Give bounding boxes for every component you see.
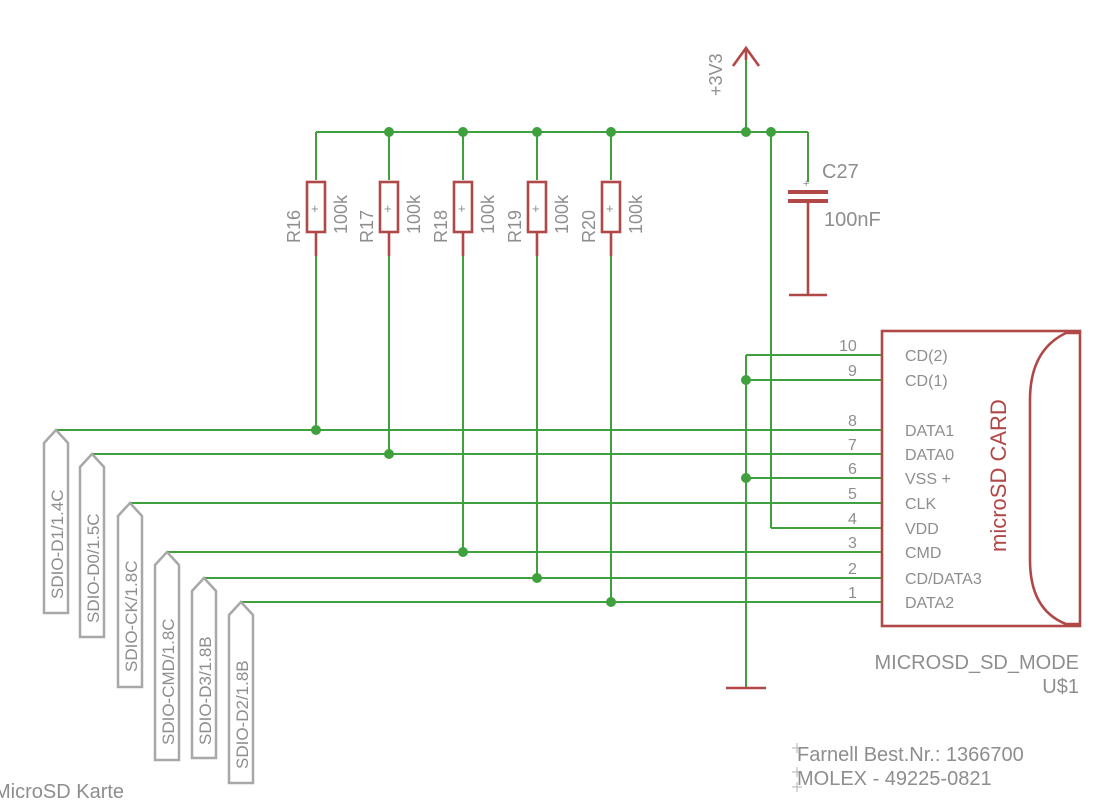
net-ports: SDIO-D1/1.4C SDIO-D0/1.5C SDIO-CK/1.8C S… bbox=[42, 428, 255, 785]
svg-text:+: + bbox=[458, 201, 466, 216]
pin-number: 4 bbox=[848, 511, 857, 528]
pin-name: DATA2 bbox=[905, 595, 954, 612]
pin-number: 3 bbox=[848, 535, 857, 552]
junction-dot bbox=[384, 449, 394, 459]
pin-number: 5 bbox=[848, 486, 857, 503]
pin-number: 6 bbox=[848, 461, 857, 478]
port-label: SDIO-D3/1.8B bbox=[196, 636, 215, 745]
note-line: Farnell Best.Nr.: 1366700 bbox=[797, 744, 1024, 766]
junction-dot bbox=[606, 597, 616, 607]
r18-value-label: 100k bbox=[478, 194, 498, 234]
r17-name-label: R17 bbox=[357, 210, 377, 243]
supply-label: +3V3 bbox=[706, 53, 726, 96]
microsd-connector: microSD CARD 10 9 8 7 6 5 4 3 2 1 CD(2) … bbox=[839, 329, 1082, 698]
pin-number: 9 bbox=[848, 363, 857, 380]
pin-name: CD(2) bbox=[905, 348, 948, 365]
junction-dot bbox=[458, 547, 468, 557]
resistor-r18: + R18 100k bbox=[431, 180, 498, 256]
r19-name-label: R19 bbox=[505, 210, 525, 243]
pin-number: 7 bbox=[848, 437, 857, 454]
port-sdio-d3: SDIO-D3/1.8B bbox=[190, 576, 218, 760]
c27-value-label: 100nF bbox=[824, 209, 881, 231]
pin-name: CD/DATA3 bbox=[905, 571, 982, 588]
pin-names: CD(2) CD(1) DATA1 DATA0 VSS + CLK VDD CM… bbox=[905, 348, 982, 612]
pin-name: DATA0 bbox=[905, 447, 954, 464]
pin-name: CLK bbox=[905, 496, 936, 513]
port-label: SDIO-D0/1.5C bbox=[84, 513, 103, 623]
sheet-title: MicroSD Karte bbox=[0, 781, 124, 803]
pin-name: VSS + bbox=[905, 471, 951, 488]
junction-dot bbox=[458, 127, 468, 137]
connector-ref-label: U$1 bbox=[1042, 676, 1079, 698]
port-sdio-cmd: SDIO-CMD/1.8C bbox=[153, 550, 181, 762]
r20-name-label: R20 bbox=[579, 210, 599, 243]
port-sdio-d0: SDIO-D0/1.5C bbox=[78, 452, 106, 639]
junction-dot bbox=[311, 425, 321, 435]
resistor-r20: + R20 100k bbox=[579, 180, 646, 256]
connector-part-label: MICROSD_SD_MODE bbox=[875, 652, 1079, 674]
junction-dot bbox=[741, 127, 751, 137]
junction-dot bbox=[741, 473, 751, 483]
resistor-r16: + R16 100k bbox=[284, 180, 351, 256]
pin-name: DATA1 bbox=[905, 423, 954, 440]
supply-symbol: +3V3 bbox=[706, 45, 761, 96]
port-sdio-d2: SDIO-D2/1.8B bbox=[227, 600, 255, 785]
port-label: SDIO-CK/1.8C bbox=[122, 561, 141, 672]
port-label: SDIO-D2/1.8B bbox=[233, 660, 252, 769]
notes: Farnell Best.Nr.: 1366700 MOLEX - 49225-… bbox=[792, 743, 1024, 792]
card-outline bbox=[1028, 331, 1080, 626]
svg-text:+: + bbox=[803, 178, 809, 190]
r19-value-label: 100k bbox=[552, 194, 572, 234]
resistor-r17: + R17 100k bbox=[357, 180, 424, 256]
r20-value-label: 100k bbox=[626, 194, 646, 234]
pin-numbers: 10 9 8 7 6 5 4 3 2 1 bbox=[839, 338, 857, 602]
junction-dots bbox=[311, 127, 776, 607]
port-sdio-d1: SDIO-D1/1.4C bbox=[42, 428, 70, 615]
svg-text:+: + bbox=[532, 201, 540, 216]
svg-text:+: + bbox=[606, 201, 614, 216]
wires bbox=[56, 56, 882, 688]
note-line: MOLEX - 49225-0821 bbox=[797, 768, 992, 790]
r17-value-label: 100k bbox=[404, 194, 424, 234]
pin-name: CD(1) bbox=[905, 373, 948, 390]
r16-name-label: R16 bbox=[284, 210, 304, 243]
junction-dot bbox=[384, 127, 394, 137]
svg-text:+: + bbox=[384, 201, 392, 216]
resistor-r19: + R19 100k bbox=[505, 180, 572, 256]
junction-dot bbox=[532, 127, 542, 137]
capacitor-c27: + C27 100nF bbox=[788, 161, 881, 297]
junction-dot bbox=[532, 573, 542, 583]
pin-name: CMD bbox=[905, 545, 941, 562]
pin-number: 8 bbox=[848, 413, 857, 430]
port-label: SDIO-CMD/1.8C bbox=[159, 618, 178, 745]
pin-number: 10 bbox=[839, 338, 857, 355]
r16-value-label: 100k bbox=[331, 194, 351, 234]
port-label: SDIO-D1/1.4C bbox=[48, 489, 67, 599]
port-sdio-ck: SDIO-CK/1.8C bbox=[116, 501, 144, 689]
c27-name-label: C27 bbox=[822, 161, 859, 183]
r18-name-label: R18 bbox=[431, 210, 451, 243]
pin-number: 1 bbox=[848, 585, 857, 602]
pin-name: VDD bbox=[905, 521, 939, 538]
junction-dot bbox=[741, 375, 751, 385]
junction-dot bbox=[606, 127, 616, 137]
junction-dot bbox=[766, 127, 776, 137]
connector-body-label: microSD CARD bbox=[986, 399, 1011, 552]
svg-text:+: + bbox=[311, 201, 319, 216]
pin-number: 2 bbox=[848, 561, 857, 578]
connector-body bbox=[880, 329, 1082, 628]
